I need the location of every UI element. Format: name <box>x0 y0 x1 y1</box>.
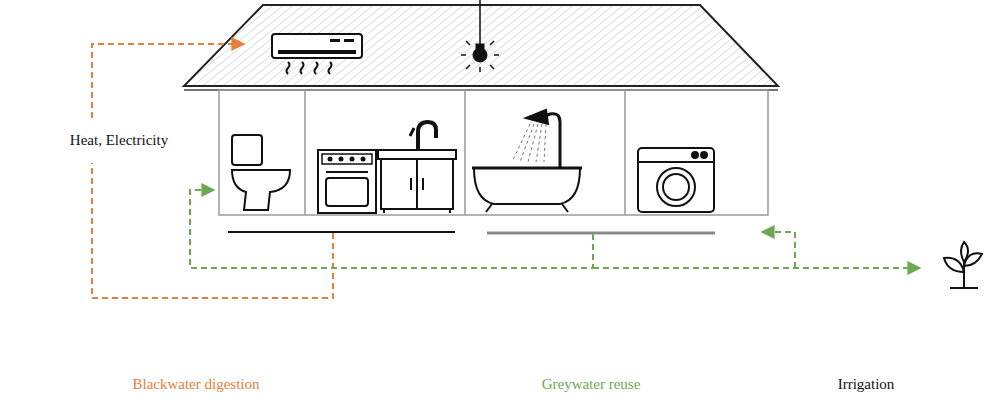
cabinet-handle <box>422 178 424 190</box>
bulb-ray <box>466 41 470 45</box>
spray-line <box>536 124 542 162</box>
washer-door <box>657 168 695 206</box>
sink-cabinet <box>381 159 453 209</box>
shower-head <box>526 110 548 124</box>
washer-knob <box>701 152 707 158</box>
bulb-ray <box>466 65 470 69</box>
washer-drum <box>663 174 689 200</box>
bulb-cord <box>479 0 481 44</box>
plant-leaf <box>961 242 968 262</box>
ac-display <box>344 39 354 42</box>
washer-knob <box>692 152 698 158</box>
bulb-glass <box>473 48 487 62</box>
cabinet-divider <box>416 159 418 209</box>
stove-panel <box>322 154 372 164</box>
cabinet-foot <box>383 209 385 213</box>
bulb-ray <box>479 67 481 72</box>
washing-machine <box>638 148 714 212</box>
roof-outline <box>184 5 778 86</box>
bulb-ray <box>494 54 499 56</box>
bulb-ray <box>461 54 466 56</box>
faucet-lever <box>410 128 414 136</box>
bulb-ray <box>490 65 494 69</box>
oven-handle <box>326 171 368 173</box>
stove-knobs <box>328 157 366 162</box>
plant-icon <box>944 242 982 288</box>
heat-wave <box>329 62 332 74</box>
toilet <box>232 135 290 210</box>
stove-knob <box>350 157 355 162</box>
cabinet-handle <box>410 178 412 190</box>
stove <box>318 150 376 213</box>
irrigation-flow <box>593 267 920 269</box>
washer-body <box>638 148 714 212</box>
flow-label: Blackwater digestion <box>106 375 286 393</box>
room-divider <box>304 90 306 215</box>
heat-wave <box>301 62 304 74</box>
plant-leaf <box>944 258 964 272</box>
roof <box>184 5 778 90</box>
heat-waves <box>287 62 332 74</box>
walls <box>219 90 768 215</box>
flow-label: Irrigation <box>811 375 921 393</box>
tub-rim <box>472 167 582 170</box>
washer-panel <box>638 161 714 163</box>
flow-label: Heat, Electricity <box>54 131 184 149</box>
tub-feet <box>486 204 568 212</box>
house-wall <box>219 90 768 215</box>
sink-counter <box>378 150 456 159</box>
faucet <box>418 122 436 150</box>
blackwater-pipe <box>228 231 455 233</box>
stove-knob <box>339 157 344 162</box>
blackwater-flow <box>92 163 333 298</box>
heat-wave <box>287 62 290 74</box>
greywater-pipe <box>487 232 715 235</box>
heat-wave <box>315 62 318 74</box>
bulb-rays <box>461 41 499 72</box>
stove-knob <box>328 157 333 162</box>
room-divider <box>624 90 626 215</box>
flow-label: Greywater reuse <box>516 375 666 393</box>
bathtub <box>472 110 582 212</box>
room-divider <box>464 90 466 215</box>
stove-knob <box>361 157 366 162</box>
bulb-ray <box>490 41 494 45</box>
spray-line <box>520 124 534 162</box>
air-conditioner <box>272 34 362 74</box>
tub-body <box>474 168 580 204</box>
stove-body <box>318 150 376 213</box>
ac-body <box>272 34 362 58</box>
ac-vent <box>278 50 356 54</box>
spray-line <box>544 124 546 162</box>
washer-reuse-flow <box>762 232 795 268</box>
oven-door <box>326 178 368 206</box>
cabinet-foot <box>449 209 451 213</box>
energy-flow <box>92 44 244 118</box>
plant-ground <box>950 287 978 289</box>
ac-display <box>330 39 340 42</box>
shower-spray <box>512 124 546 162</box>
toilet-reuse-flow <box>190 190 593 268</box>
light-bulb <box>461 0 499 72</box>
sink <box>378 122 456 213</box>
toilet-tank <box>232 135 262 165</box>
toilet-seat <box>232 169 290 171</box>
toilet-bowl <box>232 170 290 210</box>
